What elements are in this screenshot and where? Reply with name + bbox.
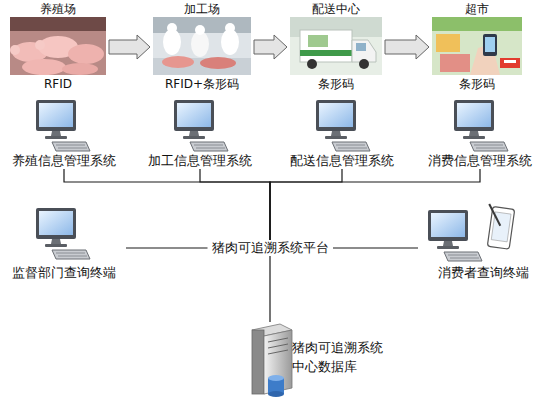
query-terminal: 消费者查询终端 (418, 205, 548, 281)
network-line (270, 169, 342, 240)
stage-photo: 加工场 RFID+条形码 (151, 2, 253, 92)
tag-label: 条形码 (430, 77, 524, 92)
system-computer: 养殖信息管理系统 (2, 98, 126, 169)
tag-label: RFID (8, 77, 108, 92)
computer-icon (454, 100, 508, 151)
icon-space (138, 98, 262, 153)
farm-photo (10, 17, 106, 75)
icon-space (8, 17, 108, 77)
delivery-photo (290, 17, 382, 75)
computer-icon (174, 100, 228, 151)
stage-photo: 超市条形码 (430, 2, 524, 92)
stage-title: 养殖场 (8, 2, 108, 17)
system-computer: 消费信息管理系统 (418, 98, 542, 169)
icon-space (2, 205, 126, 265)
system-label: 监督部门查询终端 (2, 265, 126, 281)
system-label: 消费者查询终端 (418, 265, 548, 281)
icon-space (418, 98, 542, 153)
system-label: 消费信息管理系统 (418, 153, 542, 169)
icon-space (151, 17, 253, 77)
stage-title: 加工场 (151, 2, 253, 17)
network-line (64, 169, 270, 240)
network-line (270, 169, 480, 240)
system-label: 养殖信息管理系统 (2, 153, 126, 169)
computer-icon (428, 210, 482, 261)
stage-title: 配送中心 (288, 2, 384, 17)
tag-label: 条形码 (288, 77, 384, 92)
central-database: 猪肉可追溯系统 中心数据库 (248, 322, 398, 392)
platform-hub: 猪肉可追溯系统平台 (208, 240, 333, 256)
database-label: 猪肉可追溯系统 中心数据库 (292, 338, 388, 376)
network-line (126, 248, 208, 249)
network-line (200, 169, 270, 240)
flow-arrow (109, 35, 150, 59)
database-text: 猪肉可追溯系统 中心数据库 (292, 338, 388, 376)
computer-icon (316, 100, 370, 151)
icon-space (280, 98, 404, 153)
phone-icon (483, 204, 515, 249)
platform-label: 猪肉可追溯系统平台 (208, 240, 333, 256)
network-line (270, 256, 271, 322)
system-computer: 加工信息管理系统 (138, 98, 262, 169)
stage-title: 超市 (430, 2, 524, 17)
query-terminal: 监督部门查询终端 (2, 205, 126, 281)
icon-space (248, 322, 292, 392)
flow-arrow (385, 35, 429, 59)
computer-icon (36, 100, 90, 151)
server-icon (252, 324, 292, 397)
network-line (333, 248, 419, 249)
system-label: 加工信息管理系统 (138, 153, 262, 169)
icon-space (2, 98, 126, 153)
processing-photo (153, 17, 251, 75)
icon-space (430, 17, 524, 77)
flow-arrow (254, 35, 287, 59)
computer-icon (36, 208, 90, 259)
stage-photo: 配送中心条形码 (288, 2, 384, 92)
system-computer: 配送信息管理系统 (280, 98, 404, 169)
icon-space (418, 205, 548, 265)
supermarket-photo (432, 17, 522, 75)
stage-photo: 养殖场 RFID (8, 2, 108, 92)
system-label: 配送信息管理系统 (280, 153, 404, 169)
icon-space (288, 17, 384, 77)
tag-label: RFID+条形码 (151, 77, 253, 92)
